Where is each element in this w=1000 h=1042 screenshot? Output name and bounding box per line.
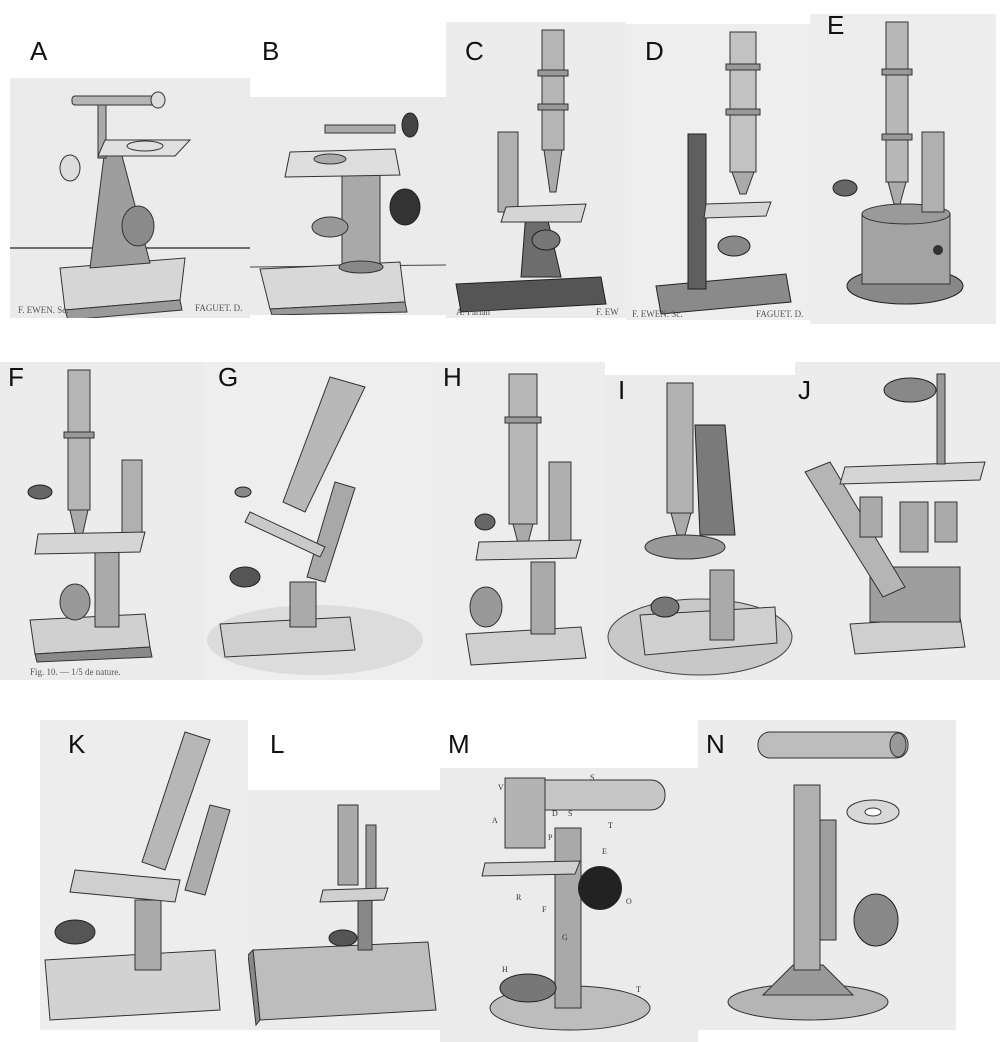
microscope-n-illustration bbox=[727, 731, 909, 1021]
panel-d: F. EWEN. Sc. FAGUET. D. bbox=[626, 24, 810, 320]
microscope-e-illustration bbox=[832, 21, 964, 305]
part-label: R bbox=[516, 893, 522, 902]
panel-i-letter: I bbox=[618, 375, 626, 405]
microscope-m-illustration: S V A D S T P E R F O G H T bbox=[481, 773, 666, 1031]
engraver-credit-right: FAGUET. D. bbox=[756, 309, 804, 319]
part-label: O bbox=[626, 897, 632, 906]
panel-b-letter: B bbox=[262, 36, 280, 66]
engraver-credit-right: F. EW bbox=[596, 307, 619, 317]
panel-e-letter: E bbox=[827, 10, 845, 40]
microscope-c-illustration bbox=[455, 29, 607, 313]
microscope-i-illustration bbox=[607, 382, 793, 676]
part-label: D bbox=[552, 809, 558, 818]
panel-b bbox=[250, 97, 446, 315]
panel-h bbox=[431, 362, 605, 680]
figure-caption: Fig. 10. — 1/5 de nature. bbox=[30, 667, 121, 677]
panel-f-letter: F bbox=[8, 362, 24, 392]
engraver-credit-left: F. EWEN. Sc. bbox=[632, 309, 683, 319]
panel-a: F. EWEN. Sc. FAGUET. D. bbox=[10, 78, 250, 318]
microscope-l-illustration bbox=[248, 804, 437, 1027]
panel-j bbox=[795, 362, 1000, 680]
panel-k-letter: K bbox=[68, 729, 86, 759]
panel-k bbox=[40, 720, 248, 1030]
part-label: E bbox=[602, 847, 607, 856]
engraver-credit-left: A. Farlan bbox=[456, 307, 490, 317]
microscope-h-illustration bbox=[465, 373, 587, 666]
panel-g-letter: G bbox=[218, 362, 239, 392]
part-label: S bbox=[568, 809, 572, 818]
microscope-g-illustration bbox=[207, 376, 423, 675]
panel-h-letter: H bbox=[443, 362, 462, 392]
part-label: F bbox=[542, 905, 547, 914]
panel-l bbox=[248, 790, 440, 1030]
microscope-a-illustration bbox=[10, 91, 250, 318]
panel-j-letter: J bbox=[798, 375, 811, 405]
panel-c-letter: C bbox=[465, 36, 484, 66]
panel-e bbox=[810, 14, 996, 324]
panel-m: S V A D S T P E R F O G H T bbox=[440, 768, 698, 1042]
panel-m-letter: M bbox=[448, 729, 470, 759]
panel-a-letter: A bbox=[30, 36, 48, 66]
panel-d-letter: D bbox=[645, 36, 664, 66]
part-label: A bbox=[492, 816, 498, 825]
part-label: P bbox=[548, 833, 553, 842]
panel-l-letter: L bbox=[270, 729, 285, 759]
engraver-credit-right: FAGUET. D. bbox=[195, 303, 243, 313]
panel-n bbox=[698, 720, 956, 1030]
engraver-credit-left: F. EWEN. Sc. bbox=[18, 305, 69, 315]
panel-g bbox=[205, 362, 431, 680]
part-label: S bbox=[590, 773, 594, 782]
part-label: H bbox=[502, 965, 508, 974]
microscope-d-illustration bbox=[655, 31, 792, 315]
part-label: T bbox=[636, 985, 641, 994]
part-label: T bbox=[608, 821, 613, 830]
panel-c: A. Farlan F. EW bbox=[446, 22, 626, 318]
part-label: G bbox=[562, 933, 568, 942]
microscope-k-illustration bbox=[44, 731, 231, 1021]
microscope-f-illustration bbox=[27, 369, 153, 663]
panel-n-letter: N bbox=[706, 729, 725, 759]
panel-f: Fig. 10. — 1/5 de nature. bbox=[0, 362, 205, 680]
microscope-j-illustration bbox=[804, 373, 986, 655]
panel-i bbox=[605, 375, 795, 680]
microscope-b-illustration bbox=[250, 112, 446, 315]
part-label: V bbox=[498, 783, 504, 792]
